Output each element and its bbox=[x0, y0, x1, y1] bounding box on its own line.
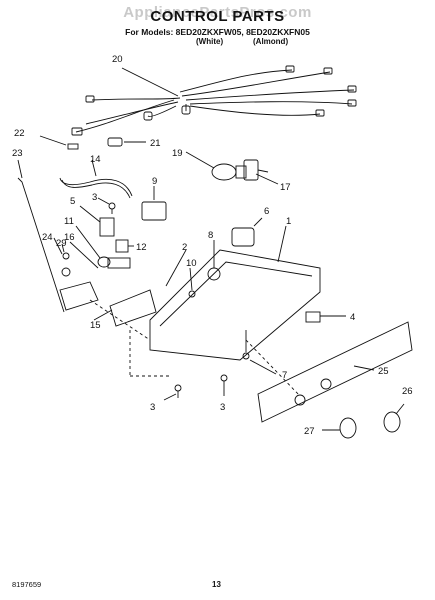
diagram-title: CONTROL PARTS bbox=[150, 8, 285, 25]
callout-3-right: 3 bbox=[220, 402, 225, 413]
callout-19: 19 bbox=[172, 148, 183, 159]
dashed-leaders bbox=[89, 299, 301, 397]
callout-20: 20 bbox=[112, 54, 123, 65]
variant-white: (White) bbox=[196, 37, 224, 46]
light-socket-17 bbox=[243, 159, 279, 185]
thermostat-11 bbox=[69, 225, 131, 269]
wire-harness-20 bbox=[71, 65, 357, 136]
callout-15: 15 bbox=[90, 320, 101, 331]
part-15 bbox=[93, 289, 157, 327]
control-housing-1 bbox=[149, 225, 321, 361]
screw-3-top bbox=[97, 197, 116, 214]
panel-trim-25 bbox=[257, 321, 413, 423]
models-line: For Models: 8ED20ZKXFW05, 8ED20ZKXFN05 bbox=[125, 27, 310, 37]
watermark-text: AppliancePartsPros.com bbox=[123, 4, 312, 21]
callout-29: 29 bbox=[56, 238, 67, 249]
page-number: 13 bbox=[212, 580, 221, 589]
callout-16: 16 bbox=[64, 232, 75, 243]
screw-3-lower bbox=[163, 374, 228, 401]
bracket-5 bbox=[79, 205, 115, 237]
screw-7 bbox=[242, 330, 277, 375]
callout-22: 22 bbox=[14, 128, 25, 139]
callout-11: 11 bbox=[64, 216, 74, 227]
callout-12: 12 bbox=[136, 242, 147, 253]
clip-4 bbox=[305, 311, 346, 323]
clip-22 bbox=[39, 135, 79, 150]
rod-23 bbox=[17, 159, 65, 313]
control-6 bbox=[231, 217, 263, 247]
callout-3-left: 3 bbox=[150, 402, 155, 413]
screw-2-10 bbox=[165, 249, 196, 298]
grommet-8 bbox=[207, 240, 221, 281]
light-bulb-19 bbox=[185, 151, 247, 181]
callout-7: 7 bbox=[282, 370, 287, 381]
callout-9: 9 bbox=[152, 176, 157, 187]
callout-27: 27 bbox=[304, 426, 315, 437]
callout-23: 23 bbox=[12, 148, 23, 159]
callout-21: 21 bbox=[150, 138, 161, 149]
parts-24-29 bbox=[53, 237, 99, 311]
callout-8: 8 bbox=[208, 230, 213, 241]
knob-26 bbox=[383, 403, 405, 433]
callout-6: 6 bbox=[264, 206, 269, 217]
callout-4: 4 bbox=[350, 312, 355, 323]
callout-10: 10 bbox=[186, 258, 197, 269]
damper-control-9 bbox=[141, 186, 167, 221]
callout-14: 14 bbox=[90, 154, 101, 165]
part-12 bbox=[115, 239, 134, 253]
knob-27 bbox=[322, 417, 357, 439]
callout-24: 24 bbox=[42, 232, 53, 243]
callout-1: 1 bbox=[286, 216, 291, 227]
callout-26: 26 bbox=[402, 386, 413, 397]
connector-21 bbox=[107, 137, 146, 147]
callout-3-top: 3 bbox=[92, 192, 97, 203]
doc-number: 8197659 bbox=[12, 580, 42, 589]
callout-2: 2 bbox=[182, 242, 187, 253]
callout-17: 17 bbox=[280, 182, 291, 193]
capillary-tube-14 bbox=[59, 159, 133, 199]
callout-25: 25 bbox=[378, 366, 389, 377]
callout-5: 5 bbox=[70, 196, 75, 207]
variant-almond: (Almond) bbox=[253, 37, 289, 46]
